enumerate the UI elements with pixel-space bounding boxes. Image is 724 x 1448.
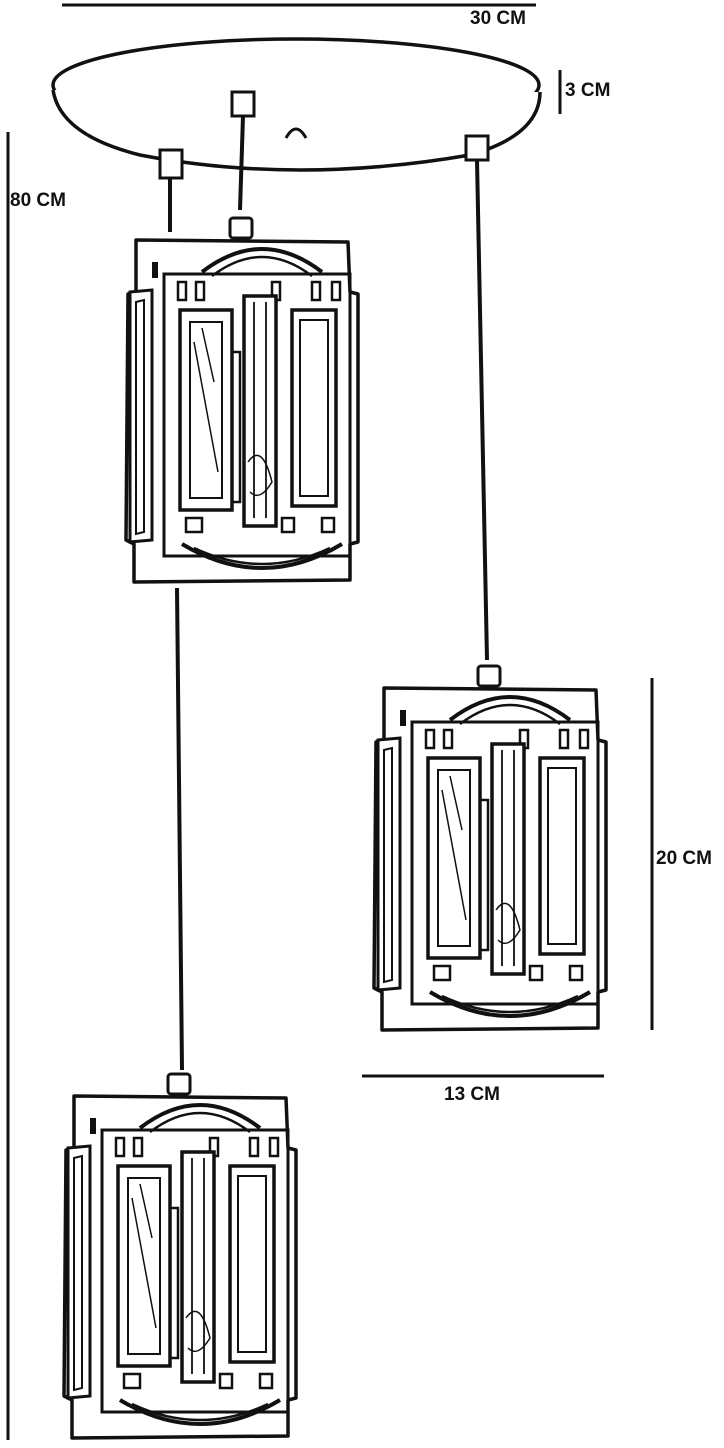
pendant-shade-bottom bbox=[62, 1072, 298, 1440]
shade-width-label: 13 CM bbox=[444, 1084, 500, 1105]
shade-height-label: 20 CM bbox=[656, 848, 712, 869]
pendant-shade-right bbox=[372, 664, 608, 1032]
canopy-diameter-label: 30 CM bbox=[470, 8, 526, 29]
dimension-lines bbox=[6, 3, 654, 1440]
canopy bbox=[51, 37, 542, 180]
suspension-cords bbox=[168, 115, 489, 1071]
pendant-shade-top bbox=[124, 216, 360, 584]
total-drop-label: 80 CM bbox=[10, 190, 66, 211]
canopy-height-label: 3 CM bbox=[565, 80, 611, 101]
